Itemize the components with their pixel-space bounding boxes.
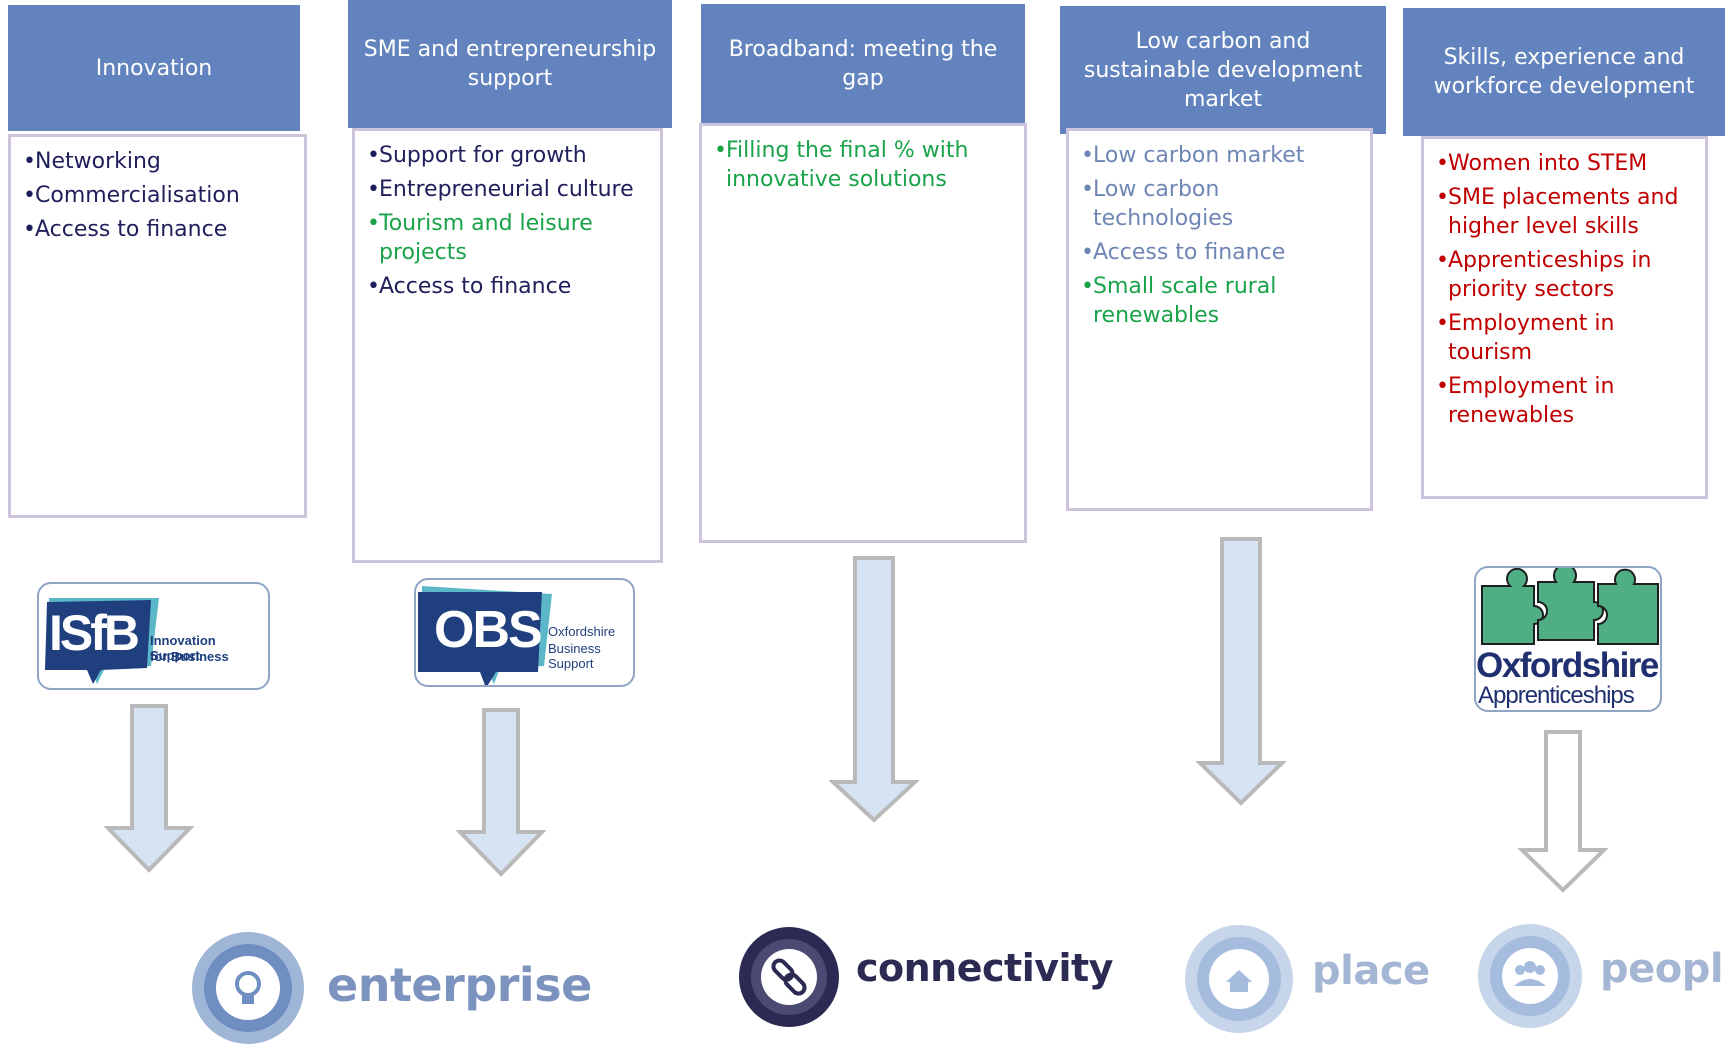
bullet-item: Support for growth <box>367 141 650 170</box>
bullet-item: Access to finance <box>367 272 650 301</box>
down-arrow-4 <box>1196 537 1286 806</box>
isfb-logo: ISfB Innovation Support for Business <box>37 582 270 690</box>
down-arrow-5 <box>1518 730 1608 893</box>
bullet-item: Access to finance <box>23 215 294 244</box>
bullet-item: Apprenticeships in priority sectors <box>1436 246 1695 304</box>
speech-bubble-icon <box>418 586 552 685</box>
bullet-item: SME placements and higher level skills <box>1436 183 1695 241</box>
column-header-broadband: Broadband: meeting the gap <box>701 4 1025 123</box>
obs-logo: OBS Oxfordshire Business Support <box>414 578 635 687</box>
oxfordshire-apprenticeships-logo: Oxfordshire Apprenticeships <box>1474 566 1662 712</box>
bullet-item: Entrepreneurial culture <box>367 175 650 204</box>
bullet-item: Low carbon technologies <box>1081 175 1360 233</box>
people-group-icon <box>1478 924 1582 1028</box>
down-arrow-1 <box>104 704 194 873</box>
enterprise-emblem: enterprise <box>186 926 592 1045</box>
bullet-item: Commercialisation <box>23 181 294 210</box>
bullet-list: NetworkingCommercialisationAccess to fin… <box>23 147 294 244</box>
connectivity-label: connectivity <box>856 946 1113 990</box>
bullet-item: Small scale rural renewables <box>1081 272 1360 330</box>
bullet-list: Filling the final % with innovative solu… <box>714 136 1014 194</box>
obs-caption-line2: Business Support <box>548 641 601 671</box>
column-box-sme-support: Support for growthEntrepreneurial cultur… <box>352 128 663 563</box>
column-header-sme-support: SME and entrepreneurship support <box>348 0 672 128</box>
column-header-low-carbon: Low carbon and sustainable development m… <box>1060 6 1386 134</box>
bullet-item: Networking <box>23 147 294 176</box>
isfb-caption-line1: Innovation Support <box>150 633 216 663</box>
people-emblem: people <box>1474 920 1725 1038</box>
obs-caption-line1: Oxfordshire <box>548 624 616 639</box>
puzzle-pieces-icon <box>1481 568 1659 645</box>
column-header-skills: Skills, experience and workforce develop… <box>1403 8 1725 136</box>
bullet-item: Employment in renewables <box>1436 372 1695 430</box>
down-arrow-2 <box>456 708 546 877</box>
column-box-low-carbon: Low carbon marketLow carbon technologies… <box>1066 128 1373 511</box>
down-arrow-3 <box>829 556 919 823</box>
bullet-item: Low carbon market <box>1081 141 1360 170</box>
people-label: people <box>1600 946 1725 992</box>
bullet-list: Women into STEM SME placements and higher… <box>1436 149 1695 430</box>
column-box-broadband: Filling the final % with innovative solu… <box>699 123 1027 543</box>
apprenticeships-line1: Oxfordshire <box>1476 646 1659 685</box>
column-box-innovation: NetworkingCommercialisationAccess to fin… <box>8 134 307 518</box>
bullet-item: Tourism and leisure projects <box>367 209 650 267</box>
bullet-item: Employment in tourism <box>1436 309 1695 367</box>
column-box-skills: Women into STEM SME placements and higher… <box>1421 136 1708 499</box>
house-icon <box>1185 925 1293 1033</box>
lightbulb-icon <box>192 932 304 1044</box>
apprenticeships-line2: Apprenticeships <box>1478 682 1635 709</box>
enterprise-label: enterprise <box>327 958 592 1012</box>
place-label: place <box>1312 948 1430 994</box>
bullet-list: Support for growthEntrepreneurial cultur… <box>367 141 650 301</box>
bullet-item: Filling the final % with innovative solu… <box>714 136 1014 194</box>
bullet-item: Women into STEM <box>1436 149 1695 178</box>
bullet-item: Access to finance <box>1081 238 1360 267</box>
chain-link-icon <box>739 927 839 1027</box>
speech-bubble-icon <box>45 598 159 684</box>
place-emblem: place <box>1180 920 1430 1038</box>
bullet-list: Low carbon marketLow carbon technologies… <box>1081 141 1360 330</box>
isfb-mark: ISfB <box>49 605 140 661</box>
obs-mark: OBS <box>434 601 543 659</box>
connectivity-emblem: connectivity <box>736 924 1113 1030</box>
column-header-innovation: Innovation <box>8 5 300 131</box>
isfb-caption-line2: for Business <box>150 649 229 664</box>
